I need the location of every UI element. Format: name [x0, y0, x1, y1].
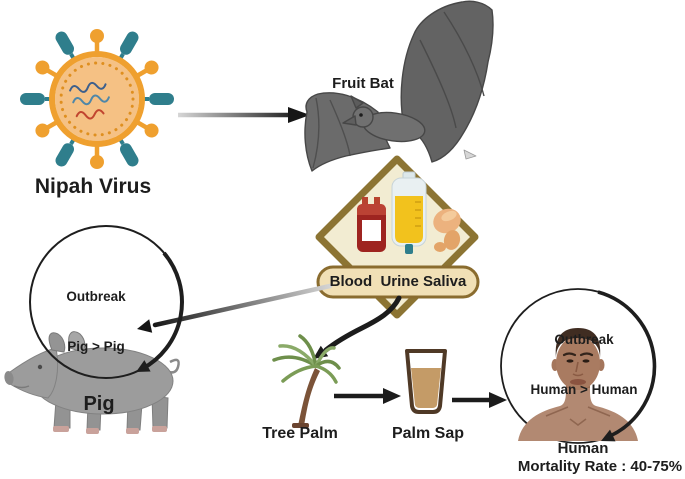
palm-tree-icon [272, 334, 341, 428]
shield-to-palm-arrow [313, 295, 402, 359]
nipah-virus-label: Nipah Virus [34, 175, 152, 198]
pig-outbreak-line2: Pig > Pig [67, 339, 125, 355]
tree-palm-label: Tree Palm [262, 425, 338, 442]
mortality-rate-label: Mortality Rate : 40-75% [517, 458, 683, 475]
urine-bag-icon [391, 171, 427, 254]
pig-outbreak-line1: Outbreak [66, 288, 126, 304]
human-bust-icon [518, 328, 638, 441]
nipah-virus-particle-icon [20, 29, 174, 169]
fruit-bat-label: Fruit Bat [332, 75, 394, 92]
virus-rna-strands [69, 81, 110, 120]
human-outbreak-line2: Human > Human [530, 382, 638, 398]
transmission-shield [315, 155, 480, 319]
palm-sap-glass-icon [405, 349, 447, 414]
sap-to-human-arrow [452, 392, 507, 408]
palm-to-sap-arrow [334, 388, 401, 404]
human-outbreak-label: Outbreak Human > Human [531, 298, 638, 416]
palm-sap-label: Palm Sap [391, 425, 465, 442]
transmission-pill-label: Blood Urine Saliva [329, 273, 467, 290]
human-outbreak-loop-arrow [597, 290, 657, 442]
pig-label: Pig [83, 393, 115, 415]
shield-to-pig-arrow [137, 283, 333, 333]
blood-bag-icon [357, 197, 386, 252]
pig-outbreak-loop-arrow [29, 225, 184, 379]
pig-outbreak-label: Outbreak Pig > Pig [66, 255, 125, 373]
pig-icon [4, 331, 180, 434]
human-outbreak-line1: Outbreak [554, 331, 614, 347]
saliva-gland-icon [433, 208, 461, 252]
virus-to-bat-arrow [178, 107, 310, 123]
human-label: Human [557, 440, 609, 457]
fruit-bat-icon [304, 0, 494, 172]
